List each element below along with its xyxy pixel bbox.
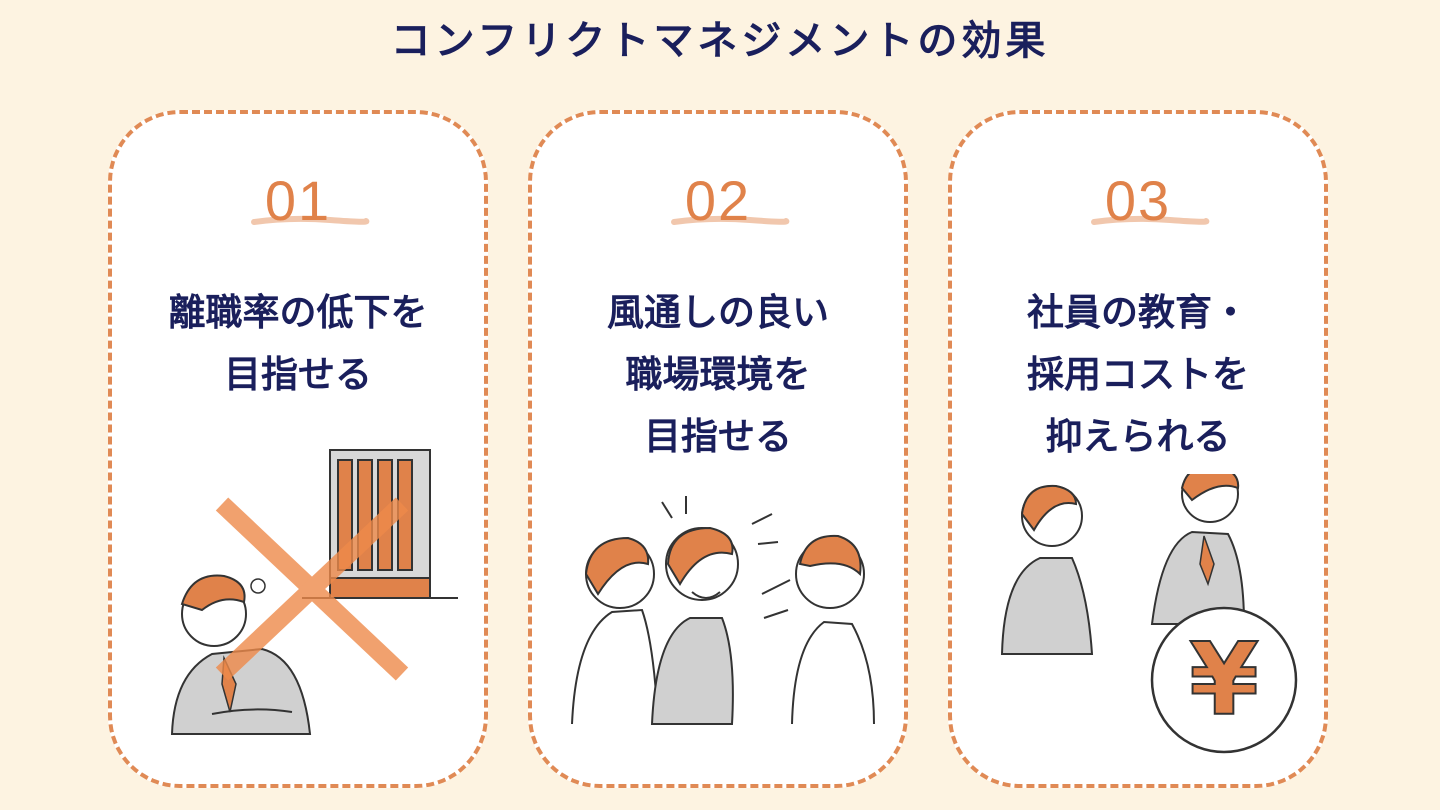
card-heading-line: 社員の教育・ [1027,291,1249,334]
card-heading-line: 目指せる [644,415,792,458]
card-number: 03 [1104,169,1172,232]
chatting-people-illustration [571,496,875,725]
card-heading-line: 風通しの良い [607,291,829,334]
card-heading-line: 職場環境を [625,353,811,396]
card-heading: 社員の教育・ 採用コストを 抑えられる [952,282,1324,468]
card-heading-line: 離職率の低下を [168,291,428,334]
card-number: 01 [264,169,332,232]
resigning-worker-illustration [170,449,458,735]
effect-card-1: 01 離職率の低下を 目指せる [108,110,488,788]
card-heading: 風通しの良い 職場環境を 目指せる [532,282,904,468]
person-left-icon [571,536,659,725]
young-worker-icon [1150,474,1246,625]
person-right-icon [791,534,875,725]
speech-lines-icon [661,496,791,619]
page-title: コンフリクトマネジメントの効果 [390,18,1050,64]
older-worker-icon [1000,484,1094,655]
brush-underline [671,215,790,225]
effect-card-2: 02 風通しの良い 職場環境を 目指せる [528,110,908,788]
card-heading-line: 抑えられる [1045,415,1231,458]
brush-underline [1091,215,1210,225]
card-heading: 離職率の低下を 目指せる [112,282,484,406]
tired-worker-icon [170,574,312,735]
coworkers-yen-illustration: ¥ [1000,474,1298,754]
person-middle-icon [650,526,739,725]
effect-card-3: 03 社員の教育・ 採用コストを 抑えられる ¥ [948,110,1328,788]
cross-mark-icon [215,497,409,681]
card-heading-line: 採用コストを [1027,353,1249,396]
brush-underline [251,215,370,225]
card-heading-line: 目指せる [224,353,372,396]
card-number: 02 [684,169,752,232]
yen-coin-icon: ¥ [1150,606,1298,754]
yen-symbol: ¥ [1189,621,1259,738]
